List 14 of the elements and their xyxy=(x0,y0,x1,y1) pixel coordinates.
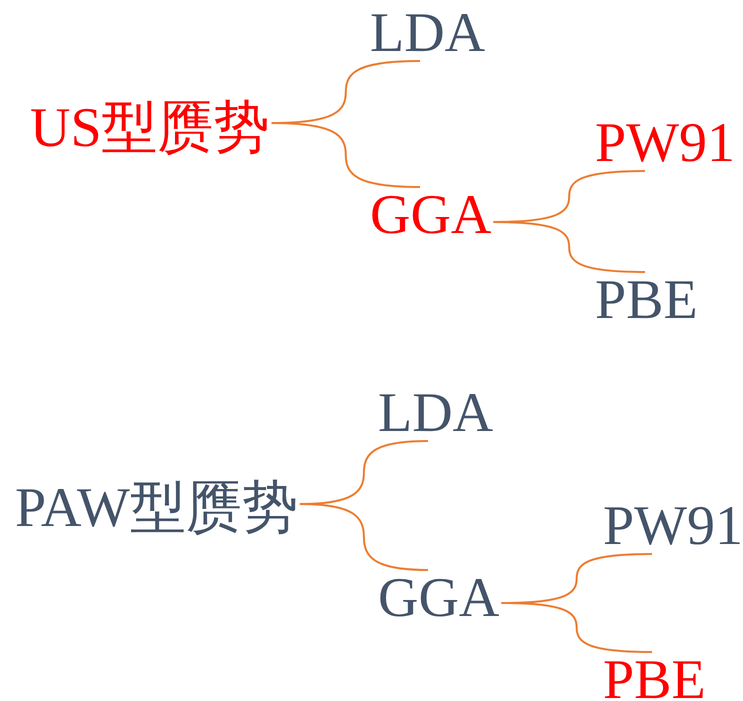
brace-line xyxy=(272,122,420,188)
term-label: GGA xyxy=(378,570,500,626)
term-label: LDA xyxy=(370,5,486,61)
term-label: PBE xyxy=(595,272,698,328)
term-label: LDA xyxy=(378,385,494,441)
term-label: PW91 xyxy=(603,498,743,554)
term-label: PW91 xyxy=(595,115,735,171)
term-label: PAW型赝势 xyxy=(15,480,298,536)
term-label: GGA xyxy=(370,187,492,243)
brace-line xyxy=(493,221,646,273)
brace-line xyxy=(300,503,428,571)
brace-line xyxy=(501,602,652,653)
term-label: US型赝势 xyxy=(30,100,270,156)
term-label: PBE xyxy=(603,652,706,701)
